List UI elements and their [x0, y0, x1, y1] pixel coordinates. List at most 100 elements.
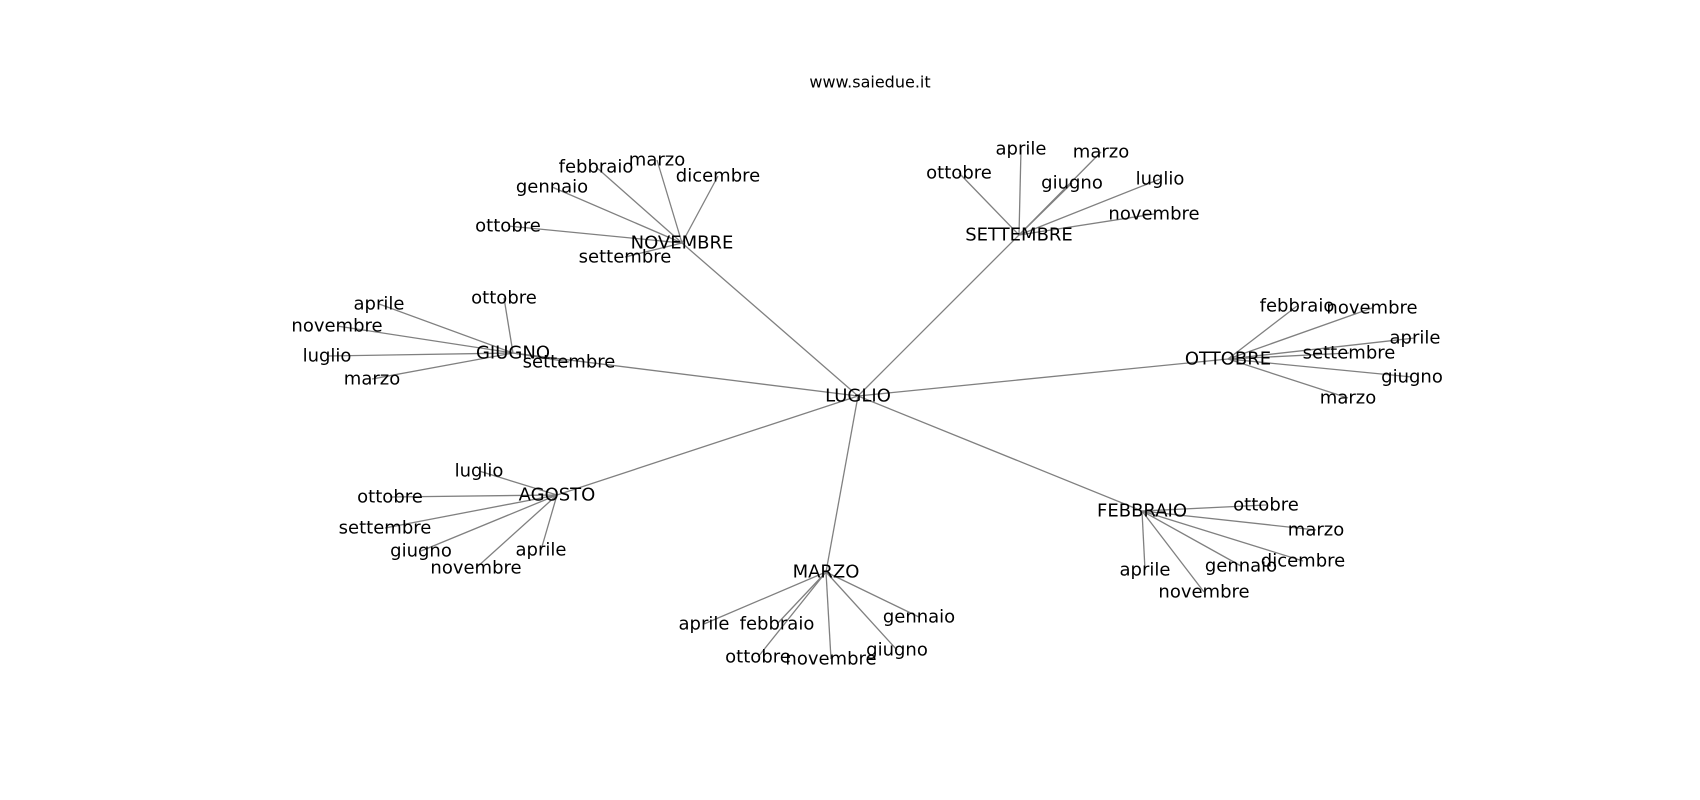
edge-hub-leaf [1018, 182, 1073, 236]
hub-node-label: OTTOBRE [1185, 349, 1271, 370]
edge-root-hub [857, 234, 1020, 397]
edge-hub-leaf [1227, 358, 1349, 399]
leaf-node-label: giugno [1381, 367, 1443, 388]
edge-hub-leaf [507, 225, 683, 244]
leaf-node-label: luglio [303, 346, 352, 367]
edge-root-hub [681, 242, 859, 397]
edge-hub-leaf [1141, 504, 1267, 512]
edge-hub-leaf [703, 571, 827, 625]
edge-root-hub [512, 352, 859, 397]
edge-hub-leaf [825, 571, 832, 660]
edge-hub-leaf [1018, 178, 1161, 236]
hub-node-label: AGOSTO [519, 485, 596, 506]
leaf-node-label: marzo [1320, 388, 1376, 409]
edge-hub-leaf [681, 175, 719, 244]
leaf-node-label: aprile [1390, 328, 1441, 349]
hub-node-label: MARZO [793, 562, 860, 583]
leaf-node-label: settembre [523, 352, 616, 373]
edge-hub-leaf [1227, 352, 1350, 360]
leaf-node-label: novembre [1326, 298, 1417, 319]
edge-hub-leaf [478, 470, 558, 496]
edge-hub-leaf [1141, 510, 1317, 531]
edge-hub-leaf [378, 303, 514, 354]
edge-hub-leaf [1141, 510, 1304, 562]
leaf-node-label: marzo [629, 150, 685, 171]
leaf-node-label: aprile [354, 294, 405, 315]
leaf-node-label: ottobre [475, 216, 541, 237]
edge-hub-leaf [825, 571, 920, 618]
edge-root-hub [825, 395, 859, 573]
edge-hub-leaf [512, 352, 570, 363]
leaf-node-label: giugno [390, 541, 452, 562]
edge-hub-leaf [1227, 358, 1413, 378]
edge-hub-leaf [656, 159, 683, 244]
edge-hub-leaf [371, 352, 514, 380]
hub-node-label: NOVEMBRE [631, 233, 734, 254]
edge-hub-leaf [384, 494, 558, 529]
leaf-node-label: dicembre [676, 166, 760, 187]
edge-hub-leaf [1227, 307, 1373, 360]
edge-hub-leaf [624, 242, 683, 258]
leaf-node-label: luglio [455, 461, 504, 482]
hub-node-label: GIUGNO [476, 343, 550, 364]
edge-hub-leaf [757, 571, 827, 658]
leaf-node-label: febbraio [740, 614, 815, 635]
leaf-node-label: settembre [1303, 343, 1396, 364]
leaf-node-label: marzo [1073, 142, 1129, 163]
leaf-node-label: novembre [291, 316, 382, 337]
edge-hub-leaf [1227, 337, 1416, 360]
edge-hub-leaf [1141, 510, 1242, 567]
leaf-node-label: giugno [1041, 173, 1103, 194]
leaf-node-label: ottobre [1233, 495, 1299, 516]
leaf-node-label: settembre [579, 247, 672, 268]
edge-hub-leaf [420, 494, 558, 552]
site-label: www.saiedue.it [809, 73, 930, 92]
edge-hub-leaf [776, 571, 827, 625]
leaf-node-label: marzo [1288, 520, 1344, 541]
edge-hub-leaf [958, 172, 1020, 236]
leaf-node-label: ottobre [357, 487, 423, 508]
leaf-node-label: novembre [430, 558, 521, 579]
leaf-node-label: luglio [1136, 169, 1185, 190]
hub-node-label: SETTEMBRE [965, 225, 1073, 246]
leaf-node-label: gennaio [516, 177, 588, 198]
leaf-node-label: ottobre [926, 163, 992, 184]
edge-hub-leaf [825, 571, 898, 651]
edge-hub-leaf [540, 494, 558, 551]
edge-hub-leaf [503, 297, 514, 354]
edge-hub-leaf [326, 352, 514, 357]
leaf-node-label: novembre [1108, 204, 1199, 225]
leaf-node-label: aprile [996, 139, 1047, 160]
leaf-node-label: aprile [679, 614, 730, 635]
edge-hub-leaf [1227, 305, 1298, 360]
edge-hub-leaf [1018, 213, 1155, 236]
edge-hub-leaf [1141, 510, 1205, 593]
edge-hub-leaf [595, 166, 683, 244]
labels-layer: LUGLIONOVEMBREfebbraiomarzodicembregenna… [291, 139, 1442, 670]
edge-hub-leaf [336, 325, 514, 354]
leaf-node-label: marzo [344, 369, 400, 390]
leaf-node-label: aprile [1120, 560, 1171, 581]
leaf-node-label: gennaio [883, 607, 955, 628]
edge-hub-leaf [551, 186, 683, 244]
leaf-node-label: gennaio [1205, 556, 1277, 577]
leaf-node-label: dicembre [1261, 551, 1345, 572]
edge-hub-leaf [1018, 148, 1022, 236]
hub-node-label: FEBBRAIO [1097, 501, 1187, 522]
edges-layer [326, 148, 1416, 660]
edge-root-hub [857, 358, 1229, 397]
leaf-node-label: giugno [866, 640, 928, 661]
edge-root-hub [556, 395, 859, 496]
leaf-node-label: settembre [339, 518, 432, 539]
edge-root-hub [857, 395, 1143, 512]
leaf-node-label: ottobre [471, 288, 537, 309]
edge-hub-leaf [475, 494, 558, 569]
edge-hub-leaf [1141, 510, 1146, 571]
root-node-label: LUGLIO [825, 386, 891, 407]
leaf-node-label: novembre [785, 649, 876, 670]
leaf-node-label: febbraio [1260, 296, 1335, 317]
leaf-node-label: ottobre [725, 647, 791, 668]
leaf-node-label: febbraio [559, 157, 634, 178]
edge-hub-leaf [389, 494, 558, 498]
